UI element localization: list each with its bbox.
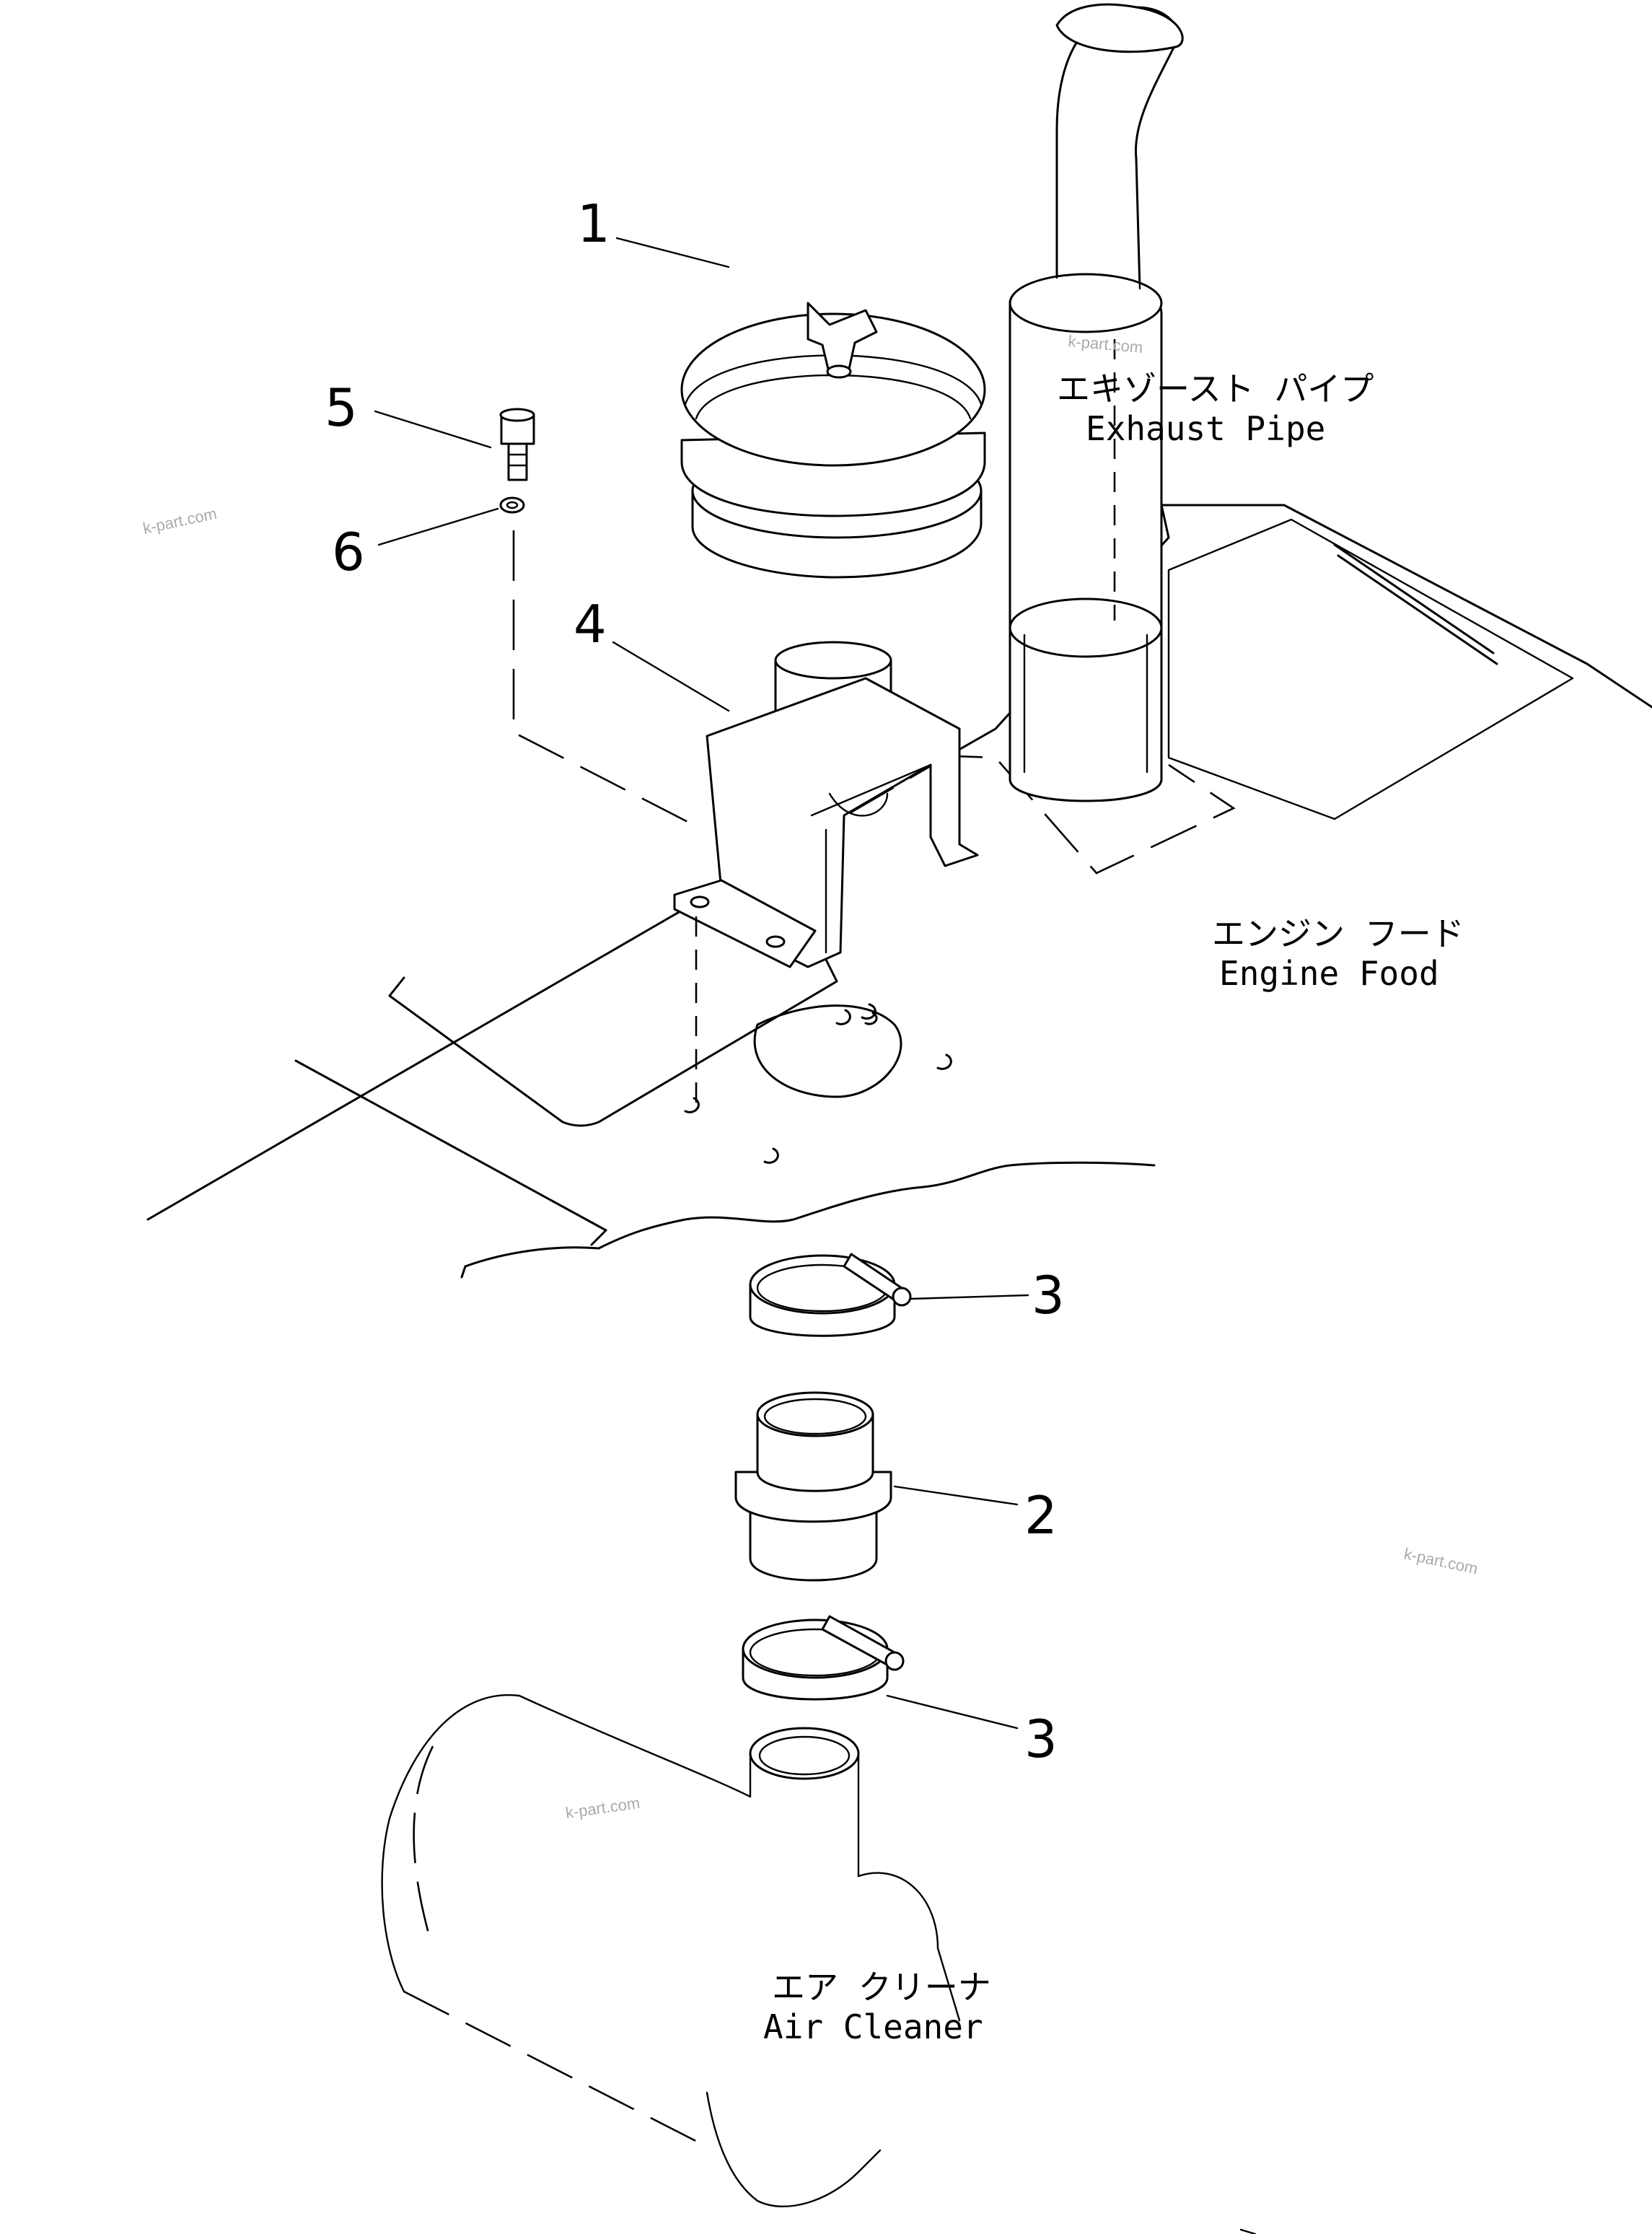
part-1-cap	[615, 237, 986, 579]
callout-2: 2	[1024, 1485, 1058, 1546]
engine-hood-label-jp: エンジン フード	[1212, 914, 1464, 953]
air-cleaner-label-jp: エア クリーナ	[772, 1968, 991, 2007]
air-cleaner-label-en: Air Cleaner	[763, 2007, 983, 2046]
watermark-4: k-part.com	[564, 1794, 641, 1822]
watermark-3: k-part.com	[1402, 1544, 1480, 1577]
part-3-clamp-lower	[742, 1615, 1019, 1730]
air-cleaner-body	[381, 1694, 1257, 2234]
part-4-bracket	[612, 641, 979, 1111]
callout-1: 1	[577, 193, 610, 254]
callout-6: 6	[332, 522, 365, 582]
engine-hood	[146, 504, 1652, 1279]
exhaust-pipe-label-jp: エキゾースト パイプ	[1057, 369, 1374, 408]
exhaust-pipe	[1009, 3, 1184, 802]
engine-hood-label-en: Engine Food	[1219, 954, 1439, 993]
part-2-hose	[734, 1391, 1019, 1582]
callout-4: 4	[574, 594, 607, 654]
callout-5: 5	[325, 377, 358, 438]
exhaust-pipe-label-en: Exhaust Pipe	[1086, 409, 1325, 448]
callouts: 1 2 3 3 4 5 6	[325, 193, 1065, 1769]
part-5-6-bolt-washer	[374, 408, 697, 828]
labels: エキゾースト パイプ Exhaust Pipe エンジン フード Engine …	[763, 369, 1464, 2046]
watermark-2: k-part.com	[141, 504, 219, 538]
callout-3-lower: 3	[1024, 1709, 1058, 1769]
part-3-clamp-upper	[749, 1253, 1029, 1337]
callout-3-upper: 3	[1032, 1265, 1065, 1326]
